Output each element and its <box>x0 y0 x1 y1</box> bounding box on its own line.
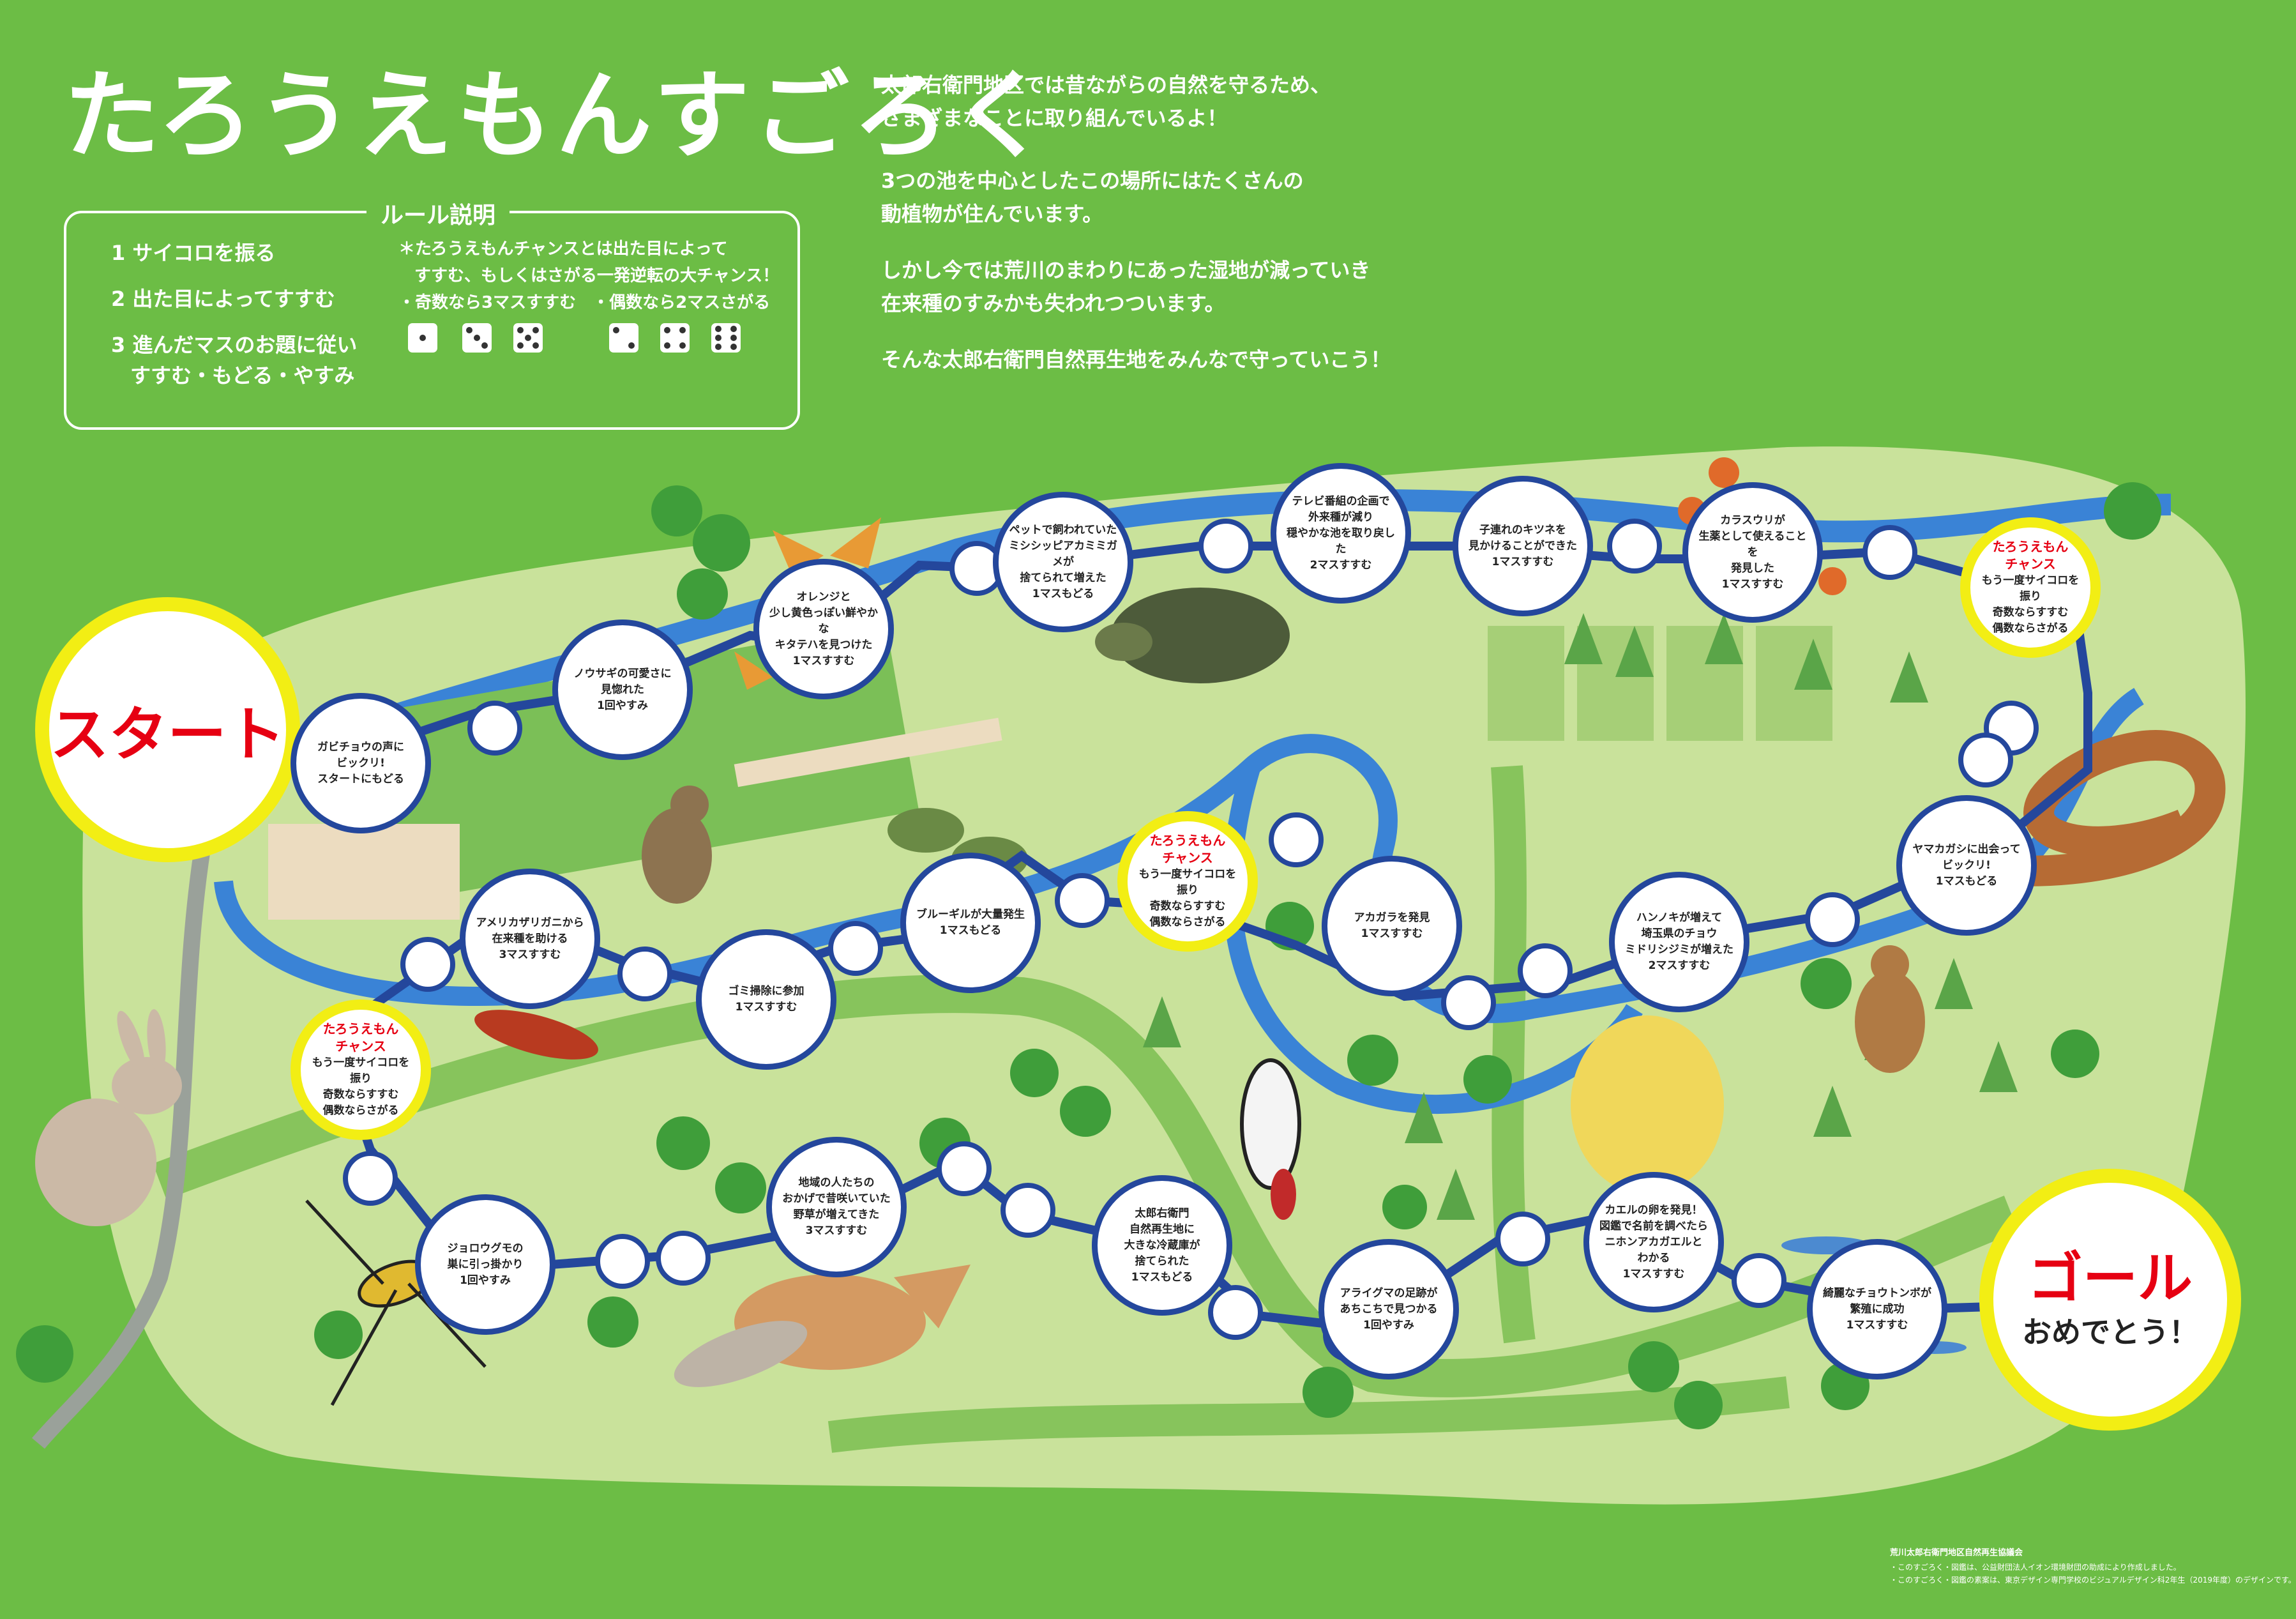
chance-text: もう一度サイコロを振り 奇数ならすすむ 偶数ならさがる <box>312 1056 410 1117</box>
turtle-illustration <box>1095 588 1290 683</box>
empty-square[interactable] <box>1862 525 1917 580</box>
road <box>32 835 213 1449</box>
empty-square[interactable] <box>467 701 522 756</box>
empty-square[interactable] <box>400 937 455 992</box>
square-tv-program[interactable]: テレビ番組の企画で 外来種が減り 穏やかな池を取り戻した 2マスすすむ <box>1271 463 1411 604</box>
intro-line-6: 在来種のすみかも失われつついます。 <box>881 291 1225 315</box>
square-karasuuri[interactable]: カラスウリが 生薬として使えることを 発見した 1マスすすむ <box>1682 482 1823 623</box>
bird-illustration <box>642 786 1925 1073</box>
rule-step-3b: すすむ・もどる・やすみ <box>130 363 355 388</box>
empty-square[interactable] <box>1805 892 1860 947</box>
field-patch <box>319 622 919 911</box>
intro-line-5: しかし今では荒川のまわりにあった湿地が減っていき <box>881 258 1371 282</box>
grass-path <box>827 1376 1790 1453</box>
chance-square[interactable]: たろうえもん チャンスもう一度サイコロを振り 奇数ならすすむ 偶数ならさがる <box>1117 811 1258 952</box>
snake-illustration <box>1977 730 2226 886</box>
empty-square[interactable] <box>595 1234 650 1289</box>
dice-five-icon <box>513 323 543 353</box>
square-akagaera[interactable]: アカガラを発見 1マスすすむ <box>1322 856 1462 996</box>
square-hannoki[interactable]: ハンノキが増えて 埼玉県のチョウ ミドリシジミが増えた 2マスすすむ <box>1609 872 1749 1012</box>
dice-three-icon <box>462 323 492 353</box>
sand-path <box>734 717 1002 787</box>
dice-two-icon <box>609 323 638 353</box>
square-araiguma[interactable]: アライグマの足跡が あちこちで見つかる 1回やすみ <box>1318 1239 1459 1380</box>
dice-six-icon <box>711 323 741 353</box>
empty-square[interactable] <box>1732 1253 1786 1308</box>
game-title: たろうえもんすごろく <box>64 61 1053 172</box>
square-choutonbo[interactable]: 綺麗なチョウトンボが 繁殖に成功 1マスすすむ <box>1807 1239 1947 1380</box>
goal-message: おめでとう！ <box>2022 1315 2198 1349</box>
empty-square[interactable] <box>1198 519 1253 574</box>
chance-label: たろうえもん チャンス <box>1992 539 2069 572</box>
intro-line-2: さまざまなことに取り組んでいるよ！ <box>881 106 1228 130</box>
empty-square[interactable] <box>1495 1212 1550 1266</box>
empty-square[interactable] <box>1518 943 1573 998</box>
intro-line-4: 動植物が住んでいます。 <box>881 202 1103 226</box>
square-bluegill[interactable]: ブルーギルが大量発生 1マスもどる <box>900 853 1041 993</box>
chance-label: たろうえもん チャンス <box>322 1021 399 1054</box>
credit-org: 荒川太郎右衛門地区自然再生協議会 <box>1890 1548 2023 1558</box>
sand-path <box>268 824 460 920</box>
start-label: スタート <box>50 701 285 769</box>
intro-line-7: そんな太郎右衛門自然再生地をみんなで守っていこう！ <box>881 347 1391 372</box>
empty-square[interactable] <box>1958 733 2013 787</box>
field-patch <box>1488 626 1564 741</box>
fox-illustration <box>674 1265 971 1387</box>
pond <box>1571 1015 1724 1194</box>
goal-circle[interactable]: ゴール おめでとう！ <box>1979 1169 2241 1431</box>
square-kitsune[interactable]: 子連れのキツネを 見かけることができた 1マスすすむ <box>1453 476 1593 616</box>
empty-square[interactable] <box>1441 975 1496 1030</box>
rule-step-3: 3 進んだマスのお題に従い <box>111 333 358 357</box>
square-kitateha[interactable]: オレンジと 少し黄色っぽい鮮やかな キタテハを見つけた 1マスすすむ <box>753 559 894 699</box>
empty-square[interactable] <box>343 1151 398 1206</box>
dice-one-icon <box>408 323 437 353</box>
intro-line-3: 3つの池を中心としたこの場所にはたくさんの <box>881 169 1304 193</box>
empty-square[interactable] <box>1208 1285 1263 1340</box>
empty-square[interactable] <box>828 921 883 976</box>
square-akamimigame[interactable]: ペットで飼われていた ミシシッピアカミミガメが 捨てられて増えた 1マスもどる <box>993 492 1133 632</box>
rules-box: ルール説明 1 サイコロを振る 2 出た目によってすすむ 3 進んだマスのお題に… <box>64 197 800 430</box>
start-circle[interactable]: スタート <box>35 597 300 862</box>
square-gabichou[interactable]: ガビチョウの声に ビックリ! スタートにもどる <box>291 693 431 833</box>
square-yasou[interactable]: 地域の人たちの おかげで昔咲いていた 野草が増えてきた 3マスすすむ <box>766 1137 907 1277</box>
square-reizouko[interactable]: 太郎右衛門 自然再生地に 大きな冷蔵庫が 捨てられた 1マスもどる <box>1092 1175 1232 1316</box>
square-gomi-souji[interactable]: ゴミ掃除に参加 1マスすすむ <box>696 929 836 1070</box>
empty-square[interactable] <box>1269 812 1324 867</box>
rule-step-1: 1 サイコロを振る <box>111 241 276 265</box>
credit-line-2: ・このすごろく・図鑑の素案は、東京デザイン専門学校のビジュアルデザイン科2年生（… <box>1890 1576 2296 1585</box>
chance-text: もう一度サイコロを振り 奇数ならすすむ 偶数ならさがる <box>1981 574 2080 635</box>
chance-square[interactable]: たろうえもん チャンスもう一度サイコロを振り 奇数ならすすむ 偶数ならさがる <box>291 1000 431 1140</box>
square-yamakagashi[interactable]: ヤマカガシに出会って ビックリ! 1マスもどる <box>1896 795 2037 936</box>
empty-square[interactable] <box>1055 873 1110 928</box>
intro-line-1: 太郎右衛門地区では昔ながらの自然を守るため、 <box>881 73 1331 97</box>
rabbit-illustration <box>35 1009 182 1226</box>
woodpecker-illustration <box>1240 1058 1301 1220</box>
empty-square[interactable] <box>1001 1183 1055 1238</box>
square-zarigani[interactable]: アメリカザリガニから 在来種を助ける 3マスすすむ <box>460 869 600 1009</box>
square-kaeru-tamago[interactable]: カエルの卵を発見！ 図鑑で名前を調べたら ニホンアカガエルと わかる 1マスすす… <box>1583 1172 1724 1312</box>
empty-square[interactable] <box>617 946 672 1001</box>
chance-label: たろうえもん チャンス <box>1149 833 1226 865</box>
square-jorougumo[interactable]: ジョロウグモの 巣に引っ掛かり 1回やすみ <box>415 1194 555 1335</box>
chance-square[interactable]: たろうえもん チャンスもう一度サイコロを振り 奇数ならすすむ 偶数ならさがる <box>1960 517 2101 658</box>
trees <box>16 482 2161 1429</box>
rule-note-1: ＊たろうえもんチャンスとは出た目によって <box>398 239 728 259</box>
empty-square[interactable] <box>1607 519 1662 574</box>
empty-square[interactable] <box>937 1141 992 1196</box>
dice-four-icon <box>660 323 690 353</box>
goal-label: ゴール <box>2028 1247 2193 1311</box>
chance-text: もう一度サイコロを振り 奇数ならすすむ 偶数ならさがる <box>1138 868 1237 929</box>
rule-step-2: 2 出た目によってすすむ <box>111 287 335 311</box>
rule-note-2: すすむ、もしくはさがる一発逆転の大チャンス！ <box>414 266 780 285</box>
rules-heading: ルール説明 <box>366 197 510 230</box>
square-nousagi[interactable]: ノウサギの可愛さに 見惚れた 1回やすみ <box>552 619 693 760</box>
rule-note-3: ・奇数なら3マスすすむ ・偶数なら2マスさがる <box>398 293 771 312</box>
crayfish-illustration <box>474 1010 598 1060</box>
karasuuri-illustration <box>1678 457 1847 595</box>
credit-line-1: ・このすごろく・図鑑は、公益財団法人イオン環境財団の助成により作成しました。 <box>1890 1563 2181 1572</box>
empty-square[interactable] <box>656 1231 711 1286</box>
